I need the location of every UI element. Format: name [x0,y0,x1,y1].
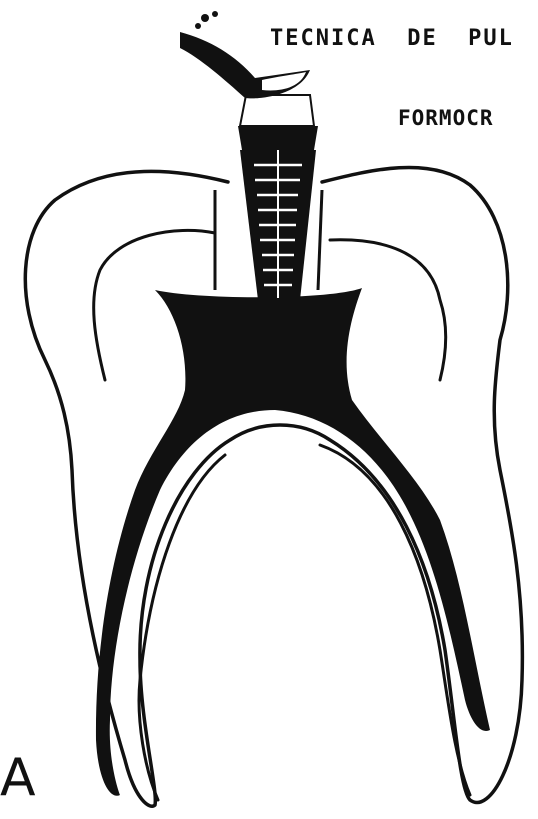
endodontic-file-icon [180,11,318,300]
figure-subtitle: FORMOCR [398,106,494,130]
figure-title: TECNICA DE PUL [270,26,514,51]
pulp-chamber-fill [96,288,490,796]
figure-label: A [0,752,36,804]
